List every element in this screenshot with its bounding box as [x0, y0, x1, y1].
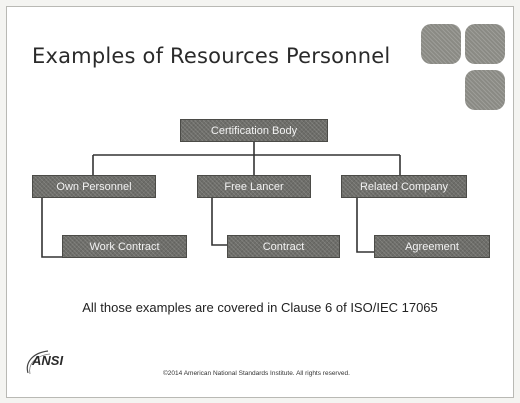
ansi-logo: ANSI [22, 347, 64, 377]
decorative-square [465, 24, 505, 64]
logo-swoosh-icon [26, 350, 51, 375]
node-agreement: Agreement [374, 235, 490, 258]
node-contract: Contract [227, 235, 340, 258]
slide [6, 6, 514, 398]
node-certification-body: Certification Body [180, 119, 328, 142]
node-free-lancer: Free Lancer [197, 175, 311, 198]
logo-text: ANSI [32, 353, 64, 368]
decorative-square [465, 70, 505, 110]
copyright-text: ©2014 American National Standards Instit… [163, 370, 350, 377]
node-related-company: Related Company [341, 175, 467, 198]
node-own-personnel: Own Personnel [32, 175, 156, 198]
connector-line [211, 196, 227, 246]
connector-line [41, 196, 62, 258]
caption: All those examples are covered in Clause… [82, 300, 438, 315]
slide-title: Examples of Resources Personnel [32, 44, 391, 68]
connector-line [356, 196, 374, 253]
decorative-square [421, 24, 461, 64]
node-work-contract: Work Contract [62, 235, 187, 258]
